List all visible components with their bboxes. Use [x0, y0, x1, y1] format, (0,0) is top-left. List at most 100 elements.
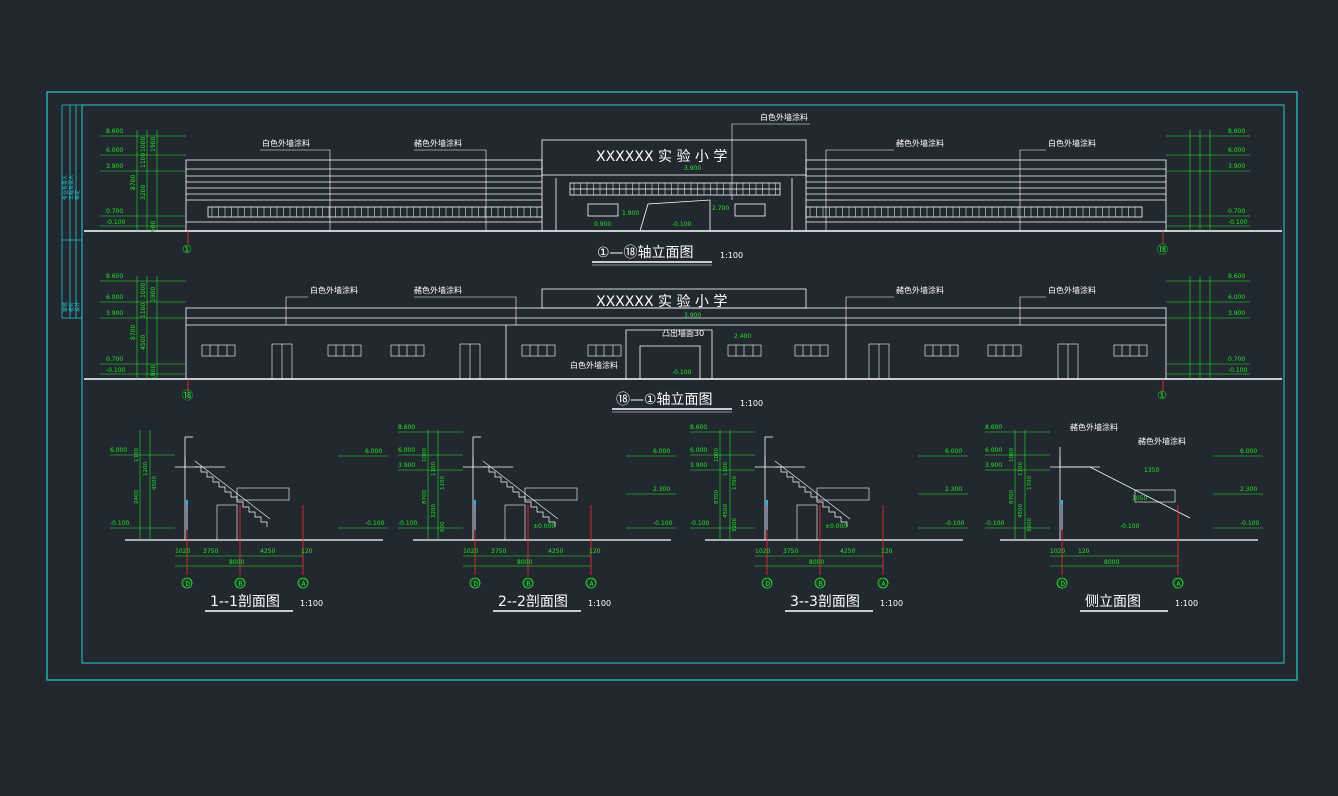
level-label: -0.100	[106, 219, 126, 226]
elevation-18-1-level-labels: 8.600 6.000 3.900 0.700 -0.100 8.600 6.0…	[106, 273, 1248, 380]
callout-label: 赭色外墙涂料	[1138, 436, 1186, 446]
axis-label: Ⓑ	[524, 579, 533, 590]
dimension-label: 120	[589, 548, 601, 555]
dimension-label: 1900	[150, 287, 157, 302]
dimension-label: 8700	[714, 490, 720, 504]
title-block-label: 审定	[74, 190, 81, 200]
level-label: -0.100	[1228, 367, 1248, 374]
level-label: 6.000	[1228, 147, 1245, 154]
axis-label: Ⓐ	[1174, 579, 1183, 590]
dimension-label: 1100	[723, 462, 729, 476]
door	[796, 504, 818, 541]
title-block-label: 设计	[74, 302, 81, 312]
callout-label: 白色外墙涂料	[570, 360, 618, 370]
level-label: 3.900	[106, 310, 123, 317]
axis-label: Ⓐ	[587, 579, 596, 590]
dimension-label: 1020	[755, 548, 770, 555]
dimension-label: 1100	[140, 153, 147, 168]
window	[201, 344, 236, 357]
inner-border	[81, 104, 1285, 664]
dimension-label: 120	[1078, 548, 1090, 555]
inline-level: 0.900	[594, 221, 611, 228]
stair-steps	[775, 466, 848, 527]
axis-label: Ⓓ	[183, 579, 192, 590]
dimension-label: 2400	[134, 490, 140, 504]
level-label: 8.600	[985, 424, 1002, 431]
drawing-title: 侧立面图	[1085, 594, 1141, 610]
axis-bubble	[877, 577, 889, 589]
railing	[524, 487, 578, 501]
level-label: 6.000	[398, 447, 415, 454]
dimension-label: 1000	[422, 448, 428, 462]
axis-bubble	[297, 577, 309, 589]
drawing-title: 1--1剖面图	[210, 594, 280, 610]
level-label: -0.100	[106, 367, 126, 374]
window	[727, 344, 762, 357]
inline-level: -0.100	[672, 221, 692, 228]
axis-label: Ⓑ	[816, 579, 825, 590]
window	[521, 344, 556, 357]
entry-label: 凸出墙面30	[662, 328, 704, 338]
level-label: 3.900	[985, 462, 1002, 469]
elevation-18-1-openings	[201, 343, 1148, 380]
level-label: 2.300	[1240, 486, 1257, 493]
dimension-label: 1100	[431, 462, 437, 476]
inline-level: 1050	[1132, 495, 1147, 502]
level-label: 2.300	[945, 486, 962, 493]
level-label: 6.000	[1240, 448, 1257, 455]
dimension-label: 3750	[783, 548, 798, 555]
railing	[236, 487, 290, 501]
inline-level: 3.900	[684, 312, 701, 319]
window	[327, 344, 362, 357]
level-label: -0.100	[1240, 520, 1260, 527]
dimension-total: 8000	[517, 559, 532, 566]
window	[390, 344, 425, 357]
axis-bubble	[522, 577, 534, 589]
level-label: 6.000	[106, 147, 123, 154]
dimension-label: 3200	[732, 518, 738, 532]
dimension-label: 3200	[1027, 518, 1033, 532]
level-label: 6.000	[985, 447, 1002, 454]
level-label: 8.600	[398, 424, 415, 431]
level-label: 3.900	[106, 163, 123, 170]
elevation-18-1-levels	[100, 276, 1250, 379]
inline-level: 2.700	[712, 205, 729, 212]
level-label: 8.600	[1228, 128, 1245, 135]
dimension-label: 1200	[143, 462, 149, 476]
dimension-label: 4250	[548, 548, 563, 555]
level-label: 3.900	[690, 462, 707, 469]
dimension-label: 1000	[140, 137, 147, 152]
dimension-label: 600	[440, 521, 446, 532]
axis-label: Ⓓ	[471, 579, 480, 590]
level-label: 0.700	[1228, 356, 1245, 363]
drawing-scale: 1:100	[300, 599, 323, 608]
elevation-1-18-window-mullions	[211, 183, 1136, 217]
inline-level: ±0.000	[825, 523, 847, 530]
handrail	[774, 460, 851, 520]
level-label: 8.600	[1228, 273, 1245, 280]
handrail	[482, 460, 559, 520]
level-label: -0.100	[110, 520, 130, 527]
callout-label: 赭色外墙涂料	[896, 285, 944, 295]
axis-bubble	[1056, 577, 1068, 589]
level-label: 8.600	[106, 128, 123, 135]
drawing-scale: 1:100	[720, 251, 743, 260]
axis-label: Ⓓ	[1058, 579, 1067, 590]
level-label: 2.300	[653, 486, 670, 493]
dimension-label: 8700	[1009, 490, 1015, 504]
callout-label: 白色外墙涂料	[1048, 138, 1096, 148]
school-sign: XXXXXX 实 验 小 学	[596, 294, 727, 310]
title-block-labels: 专业负责人 工程负责人 审定 审核 校对 设计	[62, 175, 81, 312]
drawing-scale: 1:100	[880, 599, 903, 608]
stair-steps	[195, 466, 268, 527]
inline-level: 2.400	[734, 333, 751, 340]
window	[924, 344, 959, 357]
callout-label: 白色外墙涂料	[262, 138, 310, 148]
level-label: 6.000	[106, 294, 123, 301]
dimension-label: 1100	[440, 476, 446, 490]
callout-label: 赭色外墙涂料	[1070, 422, 1118, 432]
callout-label: 白色外墙涂料	[760, 112, 808, 122]
level-label: -0.100	[365, 520, 385, 527]
dimension-label: 3200	[140, 185, 147, 200]
